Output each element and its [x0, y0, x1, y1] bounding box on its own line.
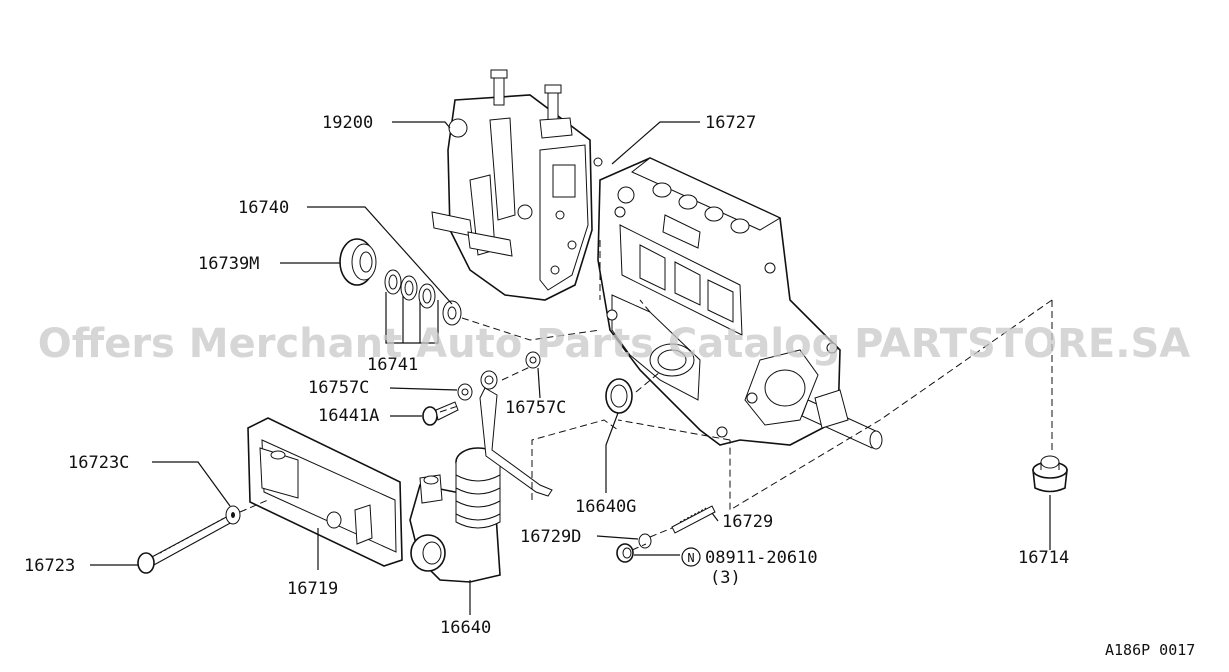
- label-16727[interactable]: 16727: [705, 113, 756, 133]
- washer-16757C-left: [457, 383, 473, 401]
- gasket-16640G: [605, 378, 633, 414]
- watermark-text: Offers Merchant Auto Parts Catalog PARTS…: [38, 321, 1190, 367]
- washer-16757C-right: [525, 351, 541, 369]
- label-08911-20610[interactable]: 08911-20610: [705, 548, 818, 568]
- pump-main-body: [593, 157, 841, 446]
- washer-16729D: [638, 533, 652, 549]
- label-16719[interactable]: 16719: [287, 579, 338, 599]
- label-16729[interactable]: 16729: [722, 512, 773, 532]
- link-rod: [479, 370, 553, 497]
- stud-16729: [671, 505, 716, 534]
- label-16741[interactable]: 16741: [367, 355, 418, 375]
- bolt-16441A: [422, 401, 459, 426]
- label-16740[interactable]: 16740: [238, 198, 289, 218]
- part-labels: 19200 16727 16740 16739M 16741 16757C 16…: [24, 113, 1069, 638]
- label-16739M[interactable]: 16739M: [198, 254, 259, 274]
- label-16640G[interactable]: 16640G: [575, 497, 636, 517]
- valve-16640: [409, 447, 501, 583]
- label-19200[interactable]: 19200: [322, 113, 373, 133]
- label-16714[interactable]: 16714: [1018, 548, 1069, 568]
- nut-symbol: N: [687, 551, 694, 565]
- label-16757C-left[interactable]: 16757C: [308, 378, 369, 398]
- label-16757C-right[interactable]: 16757C: [505, 398, 566, 418]
- label-16723C[interactable]: 16723C: [68, 453, 129, 473]
- plug-16714: [1032, 455, 1068, 493]
- label-08911-qty: (3): [710, 568, 741, 588]
- nut-marker: N: [681, 547, 701, 567]
- leader-lines: [90, 121, 1051, 615]
- assembly-lines: [239, 240, 1053, 551]
- drive-shaft: [801, 389, 883, 450]
- bolt-16723: [137, 513, 235, 574]
- label-16729D[interactable]: 16729D: [520, 527, 581, 547]
- shim-set-16741: [384, 269, 462, 326]
- label-16441A[interactable]: 16441A: [318, 406, 379, 426]
- label-16723[interactable]: 16723: [24, 556, 75, 576]
- bearing-16739M: [339, 238, 377, 286]
- figure-code: A186P 0017: [1105, 641, 1195, 659]
- pump-front-housing: [431, 69, 593, 301]
- nut-08911: [616, 543, 634, 563]
- label-16640[interactable]: 16640: [440, 618, 491, 638]
- nut-circle-icon: [681, 547, 701, 567]
- cover-plate-16719: [247, 417, 403, 567]
- washer-16723C: [225, 505, 241, 525]
